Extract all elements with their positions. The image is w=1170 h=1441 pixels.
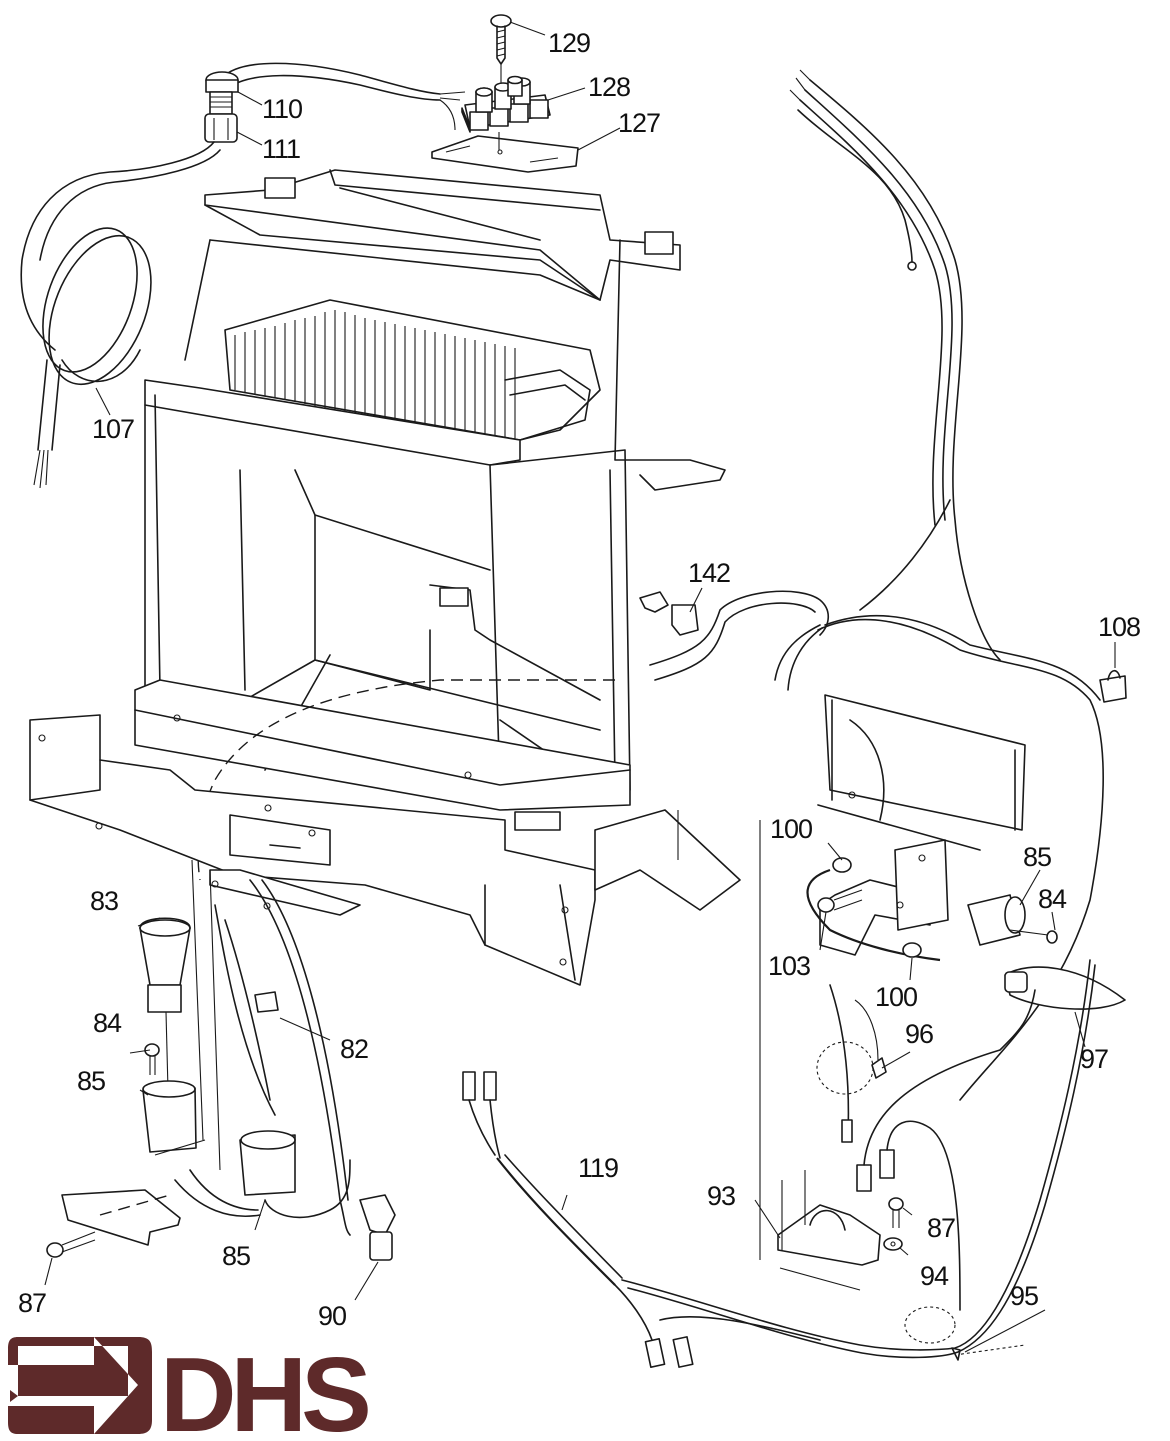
callout-87-right: 87 — [927, 1213, 955, 1243]
callout-83: 83 — [90, 886, 118, 916]
pull-chain-switch-icon — [816, 984, 887, 1143]
callout-94: 94 — [920, 1261, 949, 1291]
callout-127: 127 — [618, 108, 660, 138]
callout-85-right: 85 — [1023, 842, 1051, 872]
callout-103: 103 — [768, 951, 810, 981]
callout-84-right: 84 — [1038, 884, 1067, 914]
leader-lines — [44, 21, 1116, 1353]
callout-96: 96 — [905, 1019, 933, 1049]
terminal-block-assembly — [204, 14, 579, 173]
arrow-right-icon — [8, 1337, 152, 1434]
terminal-block-icon — [461, 75, 551, 133]
screw-washer-icon — [883, 1197, 904, 1251]
dhs-logo: DHS — [8, 1336, 374, 1441]
lamp-holder-bracket — [806, 839, 1126, 1010]
callout-110: 110 — [262, 94, 302, 124]
cable-gland-icon — [204, 71, 239, 143]
loose-wires-icon — [789, 69, 1001, 661]
callout-82: 82 — [340, 1034, 368, 1064]
callout-93: 93 — [707, 1181, 735, 1211]
lamp-mount-panel — [759, 694, 1026, 1260]
callout-90: 90 — [318, 1301, 346, 1331]
cable-clip-108-icon — [1099, 669, 1127, 703]
callout-100-bottom: 100 — [875, 982, 917, 1012]
callout-119: 119 — [578, 1153, 618, 1183]
callout-labels: 129 128 127 110 111 107 142 108 100 85 8… — [18, 28, 1141, 1331]
callout-128: 128 — [588, 72, 630, 102]
coiled-mains-cable-icon — [20, 141, 221, 489]
screw-129-icon — [490, 14, 512, 95]
fire-chassis — [29, 169, 741, 986]
left-lamp-assembly — [46, 859, 396, 1261]
callout-129: 129 — [548, 28, 590, 58]
switch-bracket-icon — [777, 989, 1036, 1311]
mains-cable-top — [221, 62, 441, 95]
callout-108: 108 — [1098, 612, 1140, 642]
callout-85-left: 85 — [77, 1066, 105, 1096]
pull-chain-95-icon — [904, 1306, 1026, 1361]
wiring-harness-icon — [462, 959, 1096, 1368]
callout-107: 107 — [92, 414, 134, 444]
cable-clip-142-icon — [639, 591, 699, 636]
callout-142: 142 — [688, 558, 730, 588]
callout-84-left: 84 — [93, 1008, 122, 1038]
terminal-plate-icon — [431, 132, 579, 173]
heat-fins — [224, 299, 601, 441]
callout-111: 111 — [262, 134, 300, 164]
callout-95: 95 — [1010, 1281, 1038, 1311]
callout-85-bottom: 85 — [222, 1241, 250, 1271]
callout-100-top: 100 — [770, 814, 812, 844]
callout-97: 97 — [1080, 1044, 1108, 1074]
callout-87-left: 87 — [18, 1288, 46, 1318]
brand-name: DHS — [160, 1336, 368, 1441]
